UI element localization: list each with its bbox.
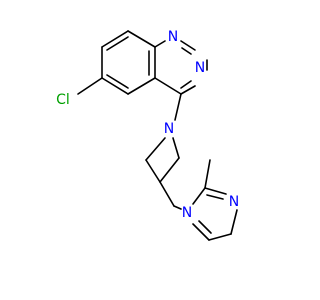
bond (127, 77, 156, 95)
n1-quinazoline-label: N (168, 29, 178, 45)
bond (180, 40, 196, 51)
bond (145, 137, 166, 161)
bond (159, 181, 175, 207)
bonds (77, 30, 238, 241)
bond (192, 187, 206, 205)
bond (204, 159, 211, 189)
imidazole-n1-label: N (182, 205, 192, 221)
bond (180, 80, 192, 89)
bond (180, 85, 196, 95)
n3-quinazoline-label: N (195, 60, 205, 76)
structure-svg: Cl N N N N N (56, 29, 239, 241)
bond (101, 30, 129, 48)
bond (198, 220, 212, 234)
bond (106, 36, 129, 51)
atom-labels: Cl N N N N N (56, 29, 239, 221)
bond (101, 77, 129, 95)
bond (159, 157, 180, 183)
bond (181, 47, 192, 55)
imidazole-n3-label: N (229, 194, 239, 210)
bond (172, 137, 180, 159)
bond (127, 30, 156, 48)
bond (154, 40, 166, 48)
bond (77, 77, 103, 95)
bond (145, 159, 161, 183)
bond (192, 223, 210, 241)
bond (173, 205, 182, 210)
chlorine-label: Cl (56, 92, 70, 108)
bond (204, 187, 227, 195)
bond (206, 194, 224, 200)
bond (174, 93, 182, 121)
bond (154, 77, 182, 95)
molecule-structure: Cl N N N N N (56, 29, 239, 241)
bond (106, 74, 129, 89)
bond (230, 209, 238, 235)
bond (208, 233, 232, 241)
azetidine-n-label: N (164, 121, 174, 137)
